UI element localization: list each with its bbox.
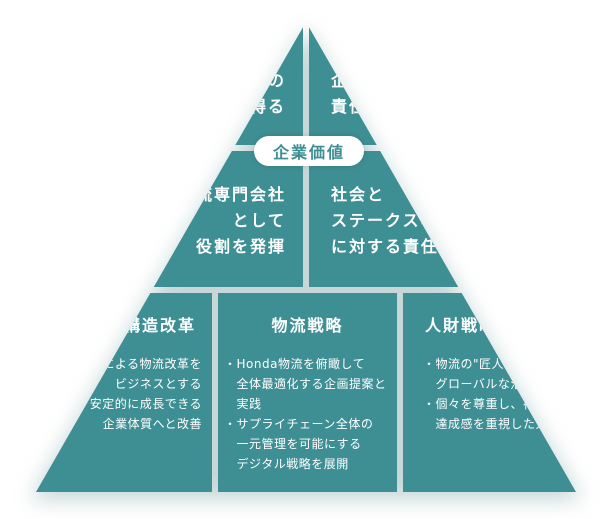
corporate-value-badge: 企業価値 <box>254 136 364 166</box>
bottom-left-title: 構造改革 <box>123 316 196 335</box>
bottom-right-body: ・物流の"匠人材" グローバルな活躍 ・個々を尊重し、存在 達成感を重視した人財 <box>423 357 561 431</box>
bottom-center-title: 物流戦略 <box>271 316 344 335</box>
bottom-left-body: による物流改革を ビジネスとする 安定的に成長できる 企業体質へと改善 <box>89 357 202 431</box>
bottom-right-title: 人財戦略 <box>425 316 498 335</box>
middle-right-text: 社会と ステークスホ に対する責任 <box>331 185 440 256</box>
middle-left-text: 物流専門会社 として 役割を発揮 <box>177 185 286 256</box>
bottom-center-block <box>218 293 397 492</box>
bottom-center-body: ・Honda物流を俯瞰して 全体最適化する企画提案と 実践 ・サプライチェーン全… <box>224 357 387 471</box>
